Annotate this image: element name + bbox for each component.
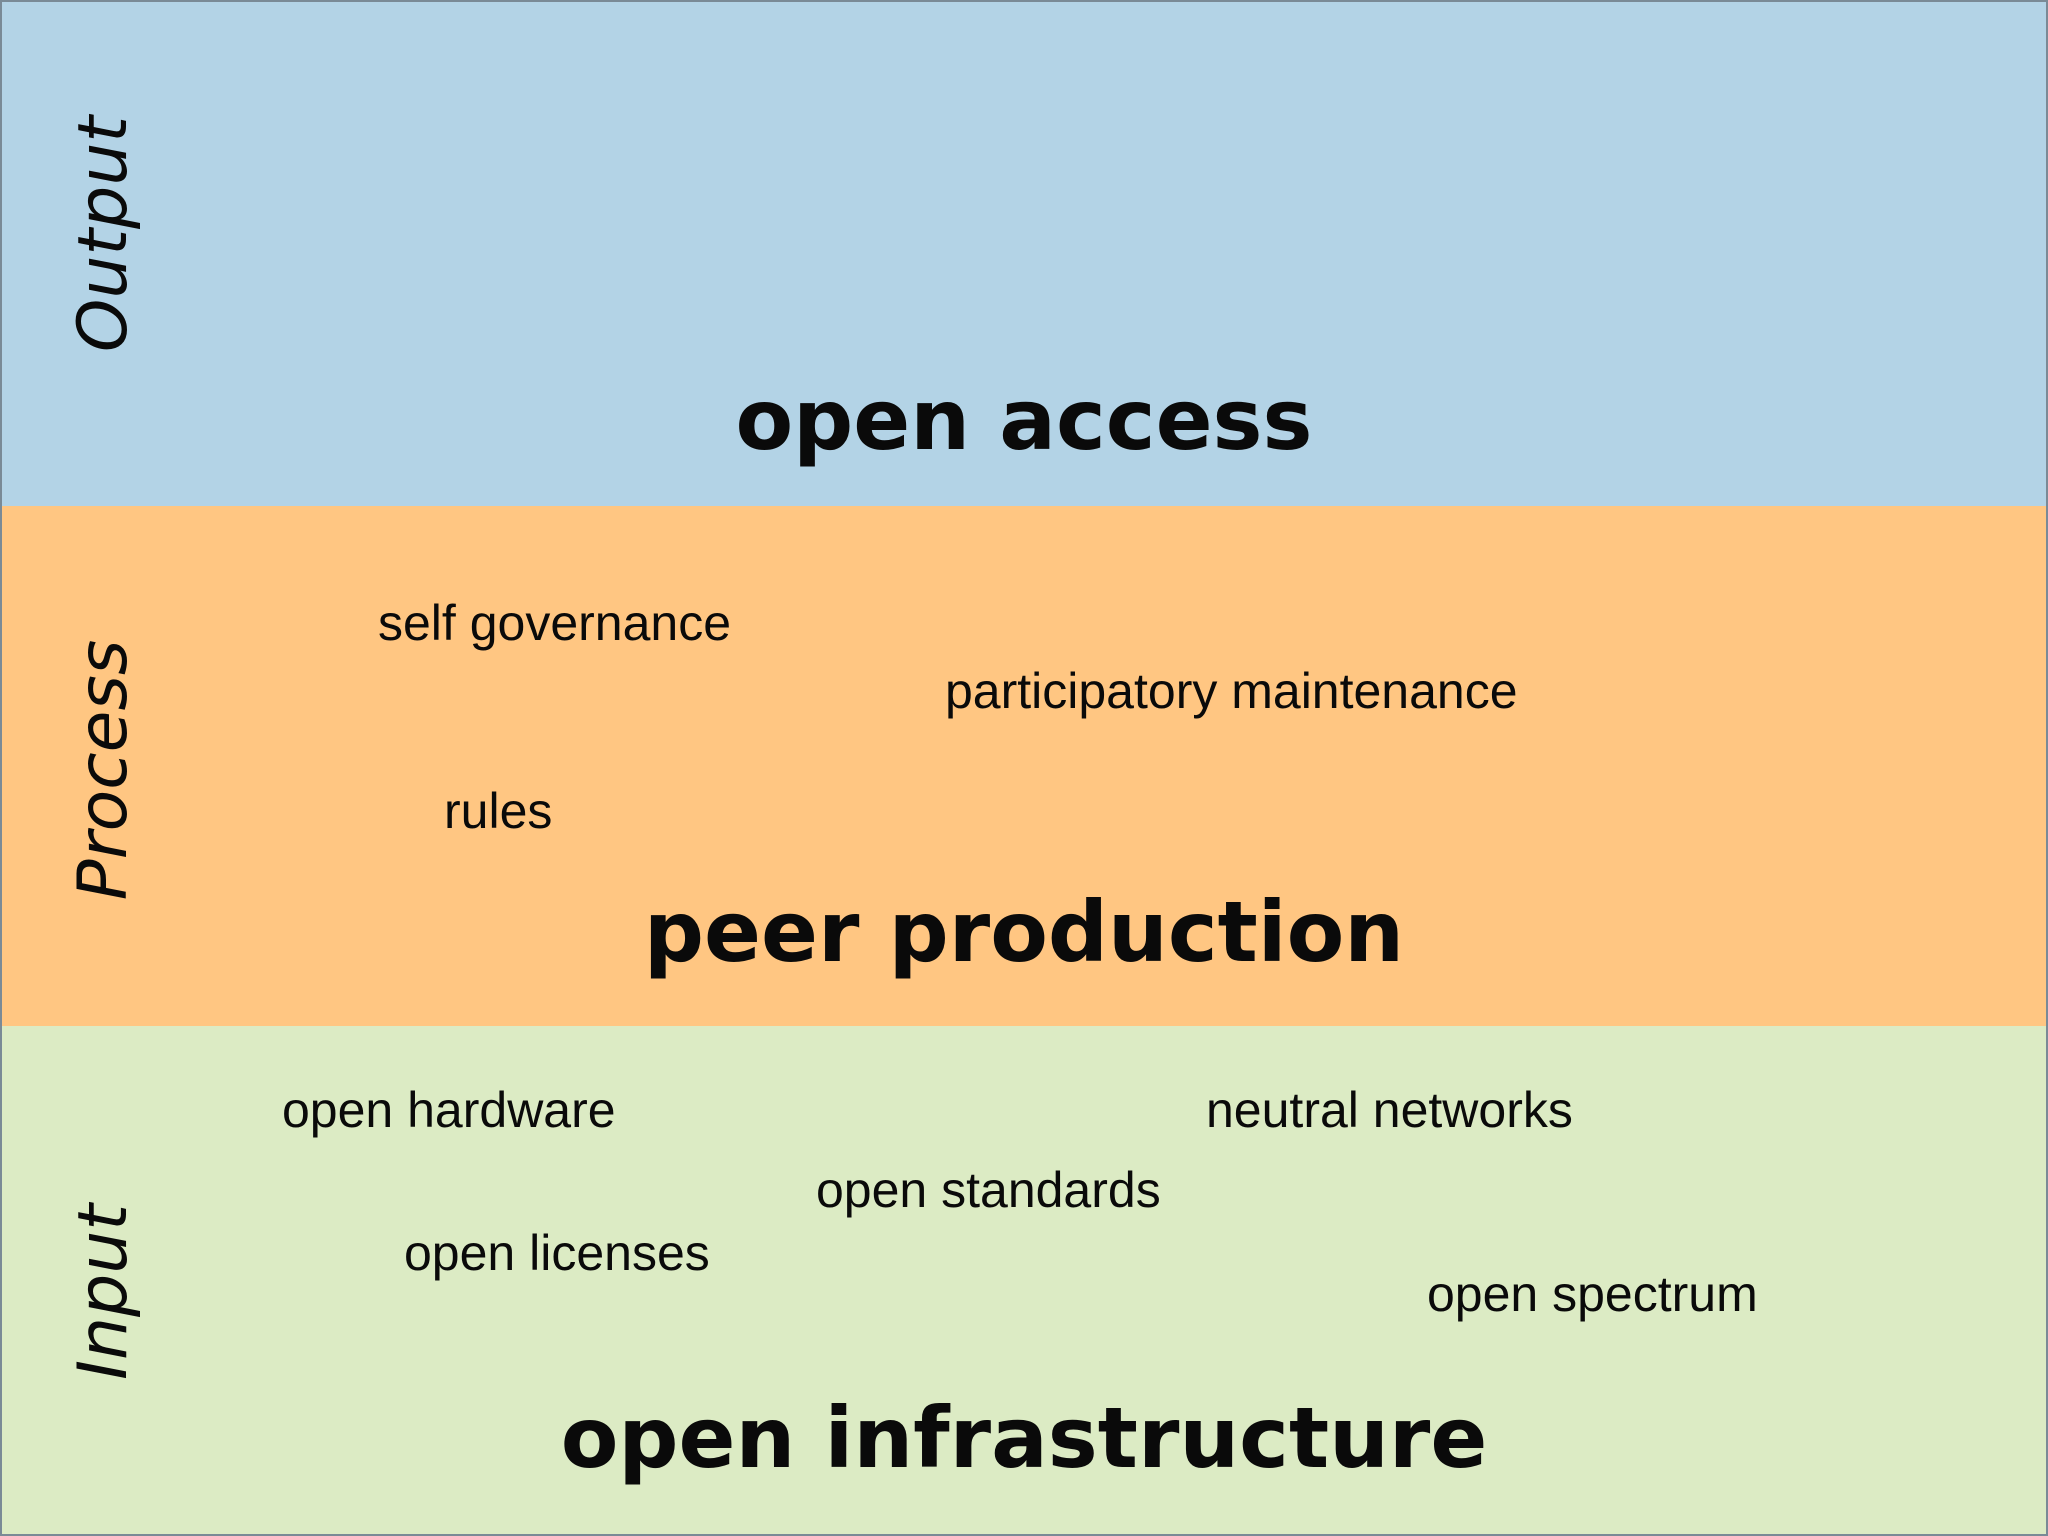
input-term-neutral-networks: neutral networks [1206,1082,1573,1138]
input-side-label: Input [64,1203,143,1381]
process-term-rules: rules [444,783,553,839]
input-term-open-hardware: open hardware [282,1082,616,1138]
process-term-participatory-maintenance: participatory maintenance [945,663,1518,719]
process-headline: peer production [643,883,1405,981]
process-band [2,506,2046,1026]
process-side-label: Process [64,639,143,901]
input-headline: open infrastructure [560,1389,1488,1487]
input-term-open-spectrum: open spectrum [1427,1266,1758,1322]
output-band [2,2,2046,506]
input-band [2,1026,2046,1534]
input-term-open-standards: open standards [816,1162,1161,1218]
output-headline: open access [735,371,1313,469]
output-side-label: Output [64,115,143,353]
process-term-self-governance: self governance [378,595,732,651]
input-term-open-licenses: open licenses [404,1225,710,1281]
